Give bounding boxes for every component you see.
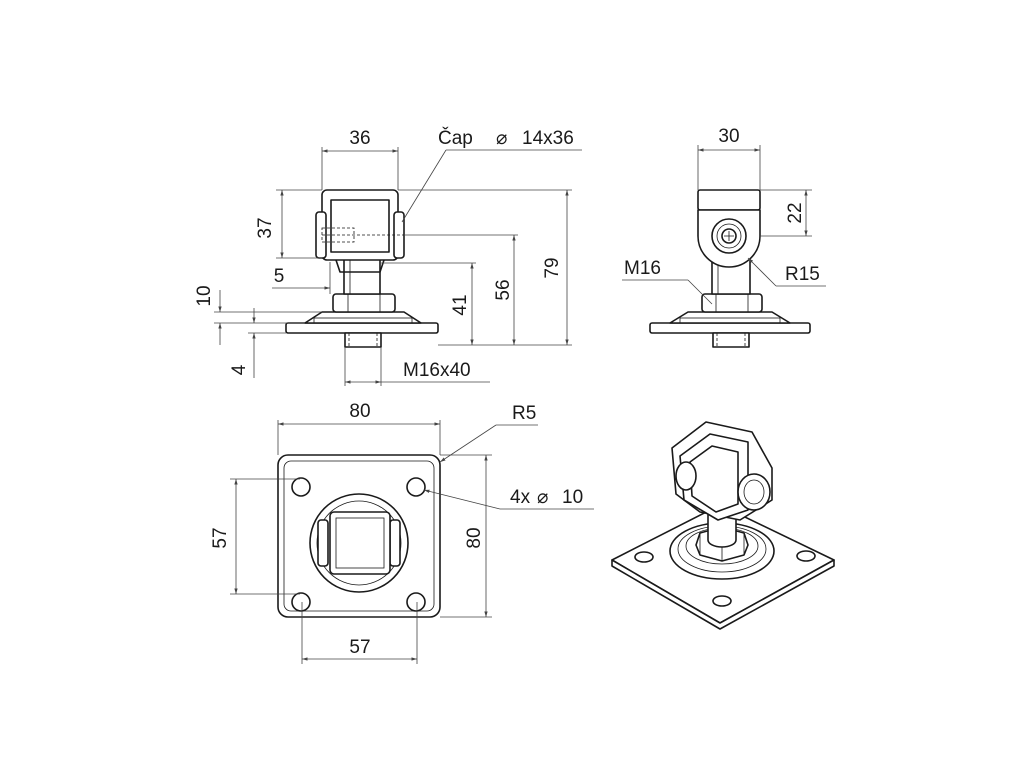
dim-79-label: 79 bbox=[542, 257, 563, 278]
dim-4-label: 4 bbox=[229, 364, 250, 375]
dim-37-label: 37 bbox=[255, 217, 276, 238]
dim-r15-label: R15 bbox=[785, 264, 820, 285]
top-view bbox=[277, 454, 441, 618]
dim-80-right-label: 80 bbox=[464, 527, 485, 548]
dim-41-label: 41 bbox=[450, 294, 471, 315]
cap-size-label: 14x36 bbox=[522, 128, 574, 149]
dim-30-label: 30 bbox=[718, 126, 739, 147]
dim-56-label: 56 bbox=[493, 279, 514, 300]
front-dimensions: 36 Čap ⌀ 14x36 37 5 10 4 41 bbox=[194, 127, 582, 386]
dim-57-bottom-label: 57 bbox=[349, 637, 370, 658]
dim-57-vertical-label: 57 bbox=[210, 527, 231, 548]
dim-holes-diameter-symbol: ⌀ bbox=[537, 487, 548, 508]
isometric-view bbox=[611, 421, 835, 630]
dim-holes-size: 10 bbox=[562, 487, 583, 508]
top-dimensions: 80 R5 4x ⌀ 10 57 80 57 bbox=[210, 401, 594, 664]
front-view bbox=[285, 189, 439, 348]
dim-10-label: 10 bbox=[194, 285, 215, 306]
side-view bbox=[649, 189, 811, 348]
dim-holes-count: 4x bbox=[510, 487, 531, 508]
cap-diameter-symbol: ⌀ bbox=[496, 128, 507, 149]
dim-r5-label: R5 bbox=[512, 403, 536, 424]
side-dimensions: 30 22 M16 R15 bbox=[622, 126, 826, 305]
dim-80-top-label: 80 bbox=[349, 401, 370, 422]
dim-22-label: 22 bbox=[785, 202, 806, 223]
dim-5-label: 5 bbox=[274, 266, 285, 287]
dim-m16-label: M16 bbox=[624, 258, 661, 279]
dim-m16x40-label: M16x40 bbox=[403, 360, 471, 381]
cap-label: Čap bbox=[438, 127, 473, 149]
dim-36-label: 36 bbox=[349, 128, 370, 149]
